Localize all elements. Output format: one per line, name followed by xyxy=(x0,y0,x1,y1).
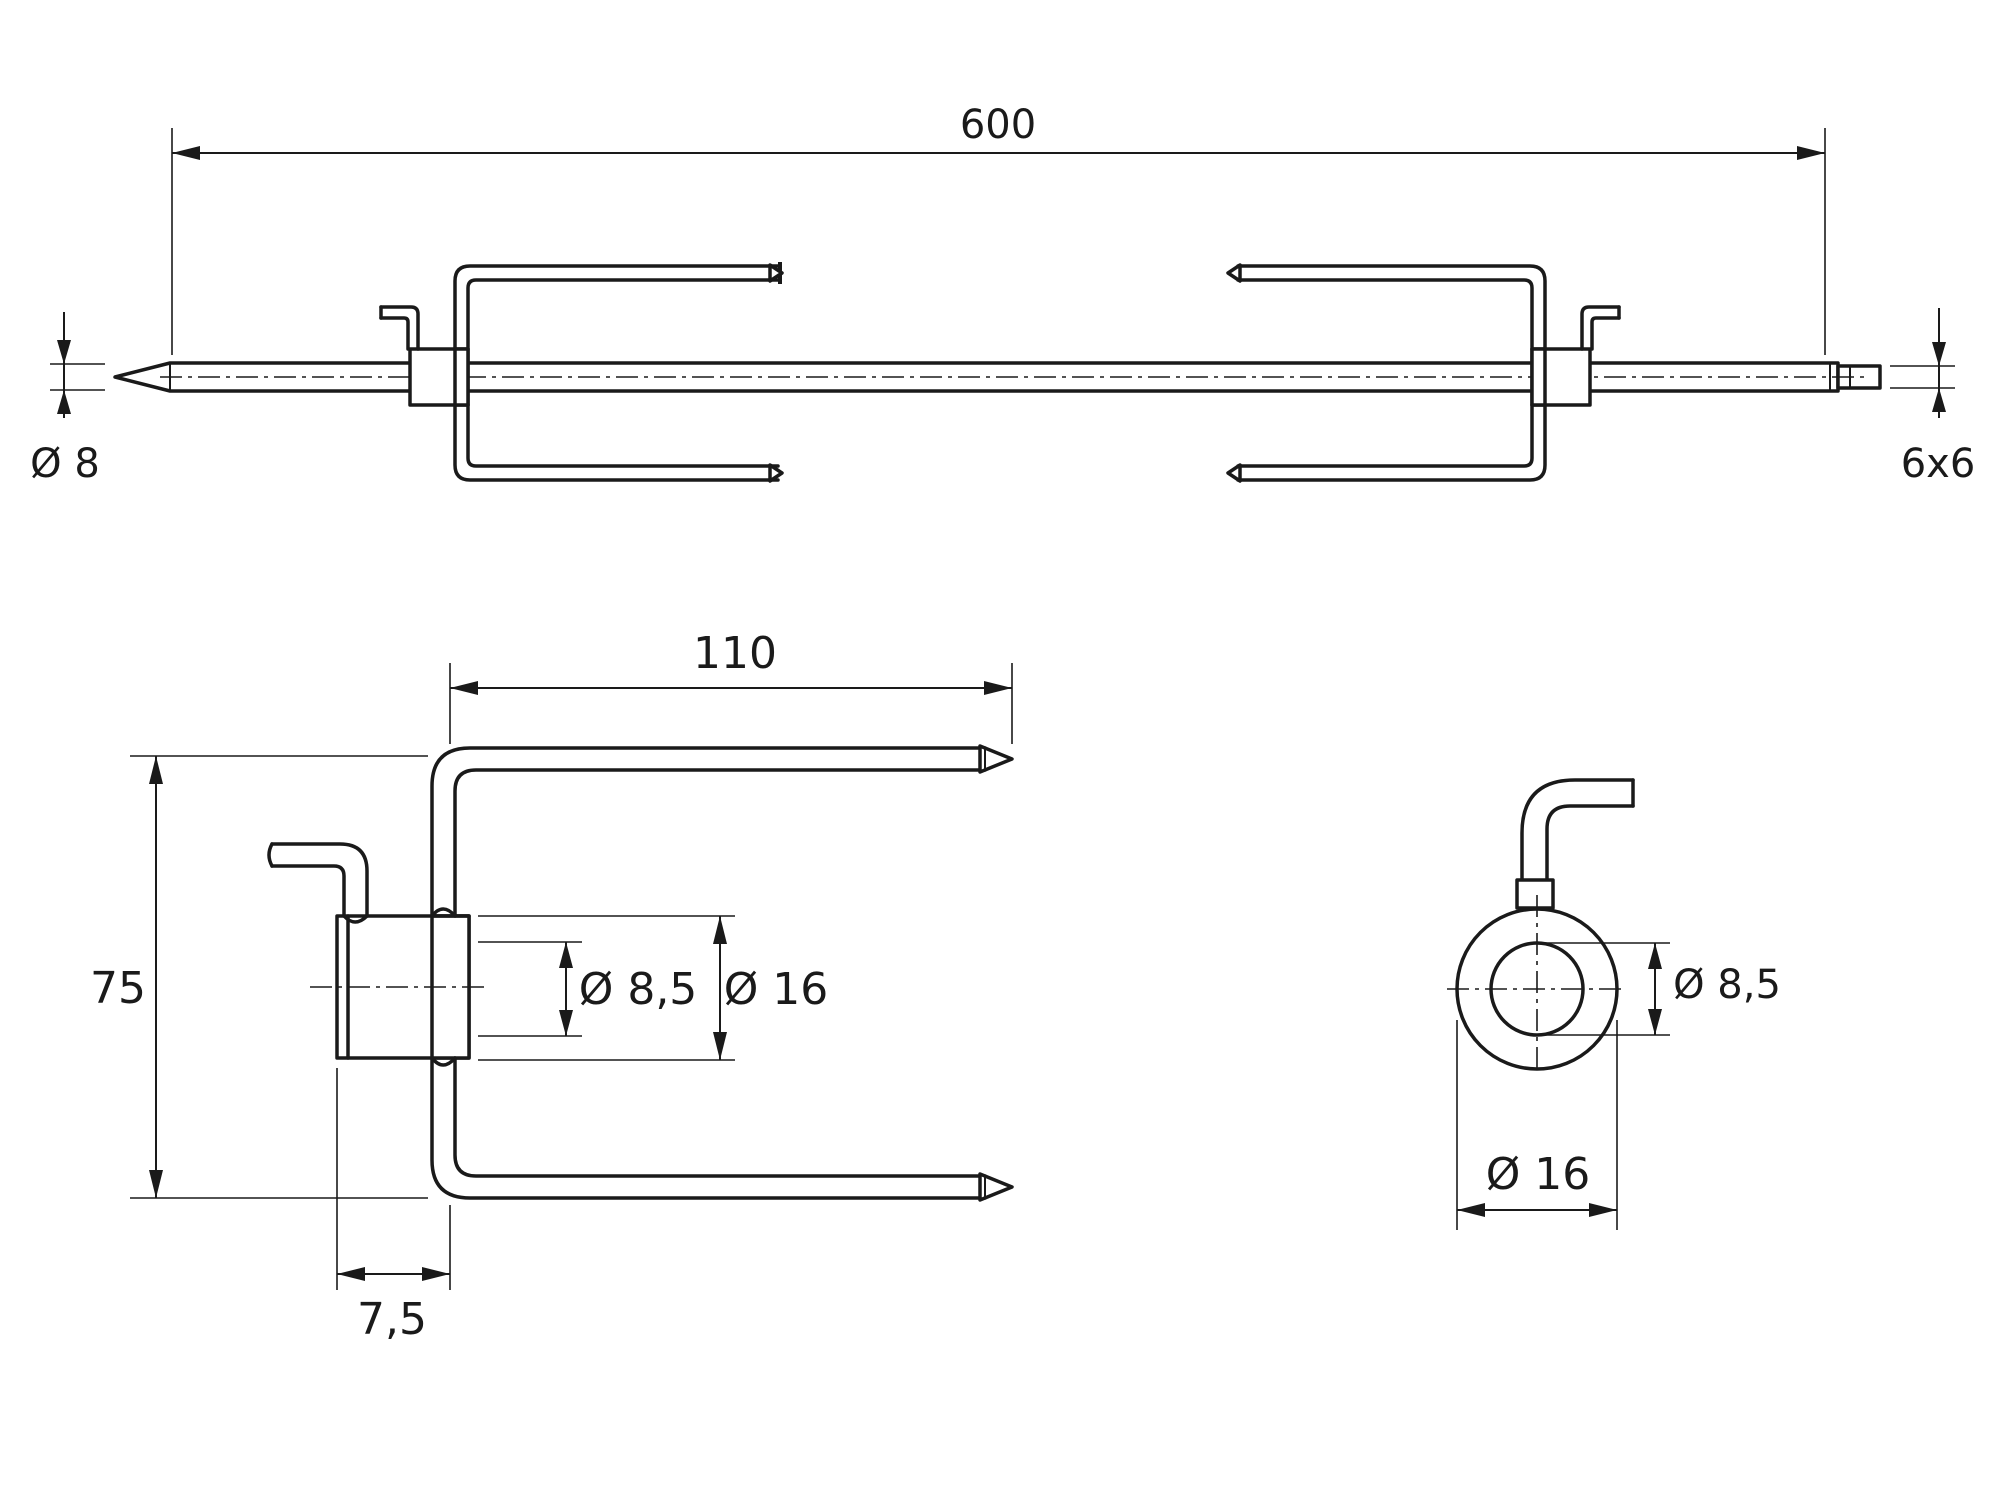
fork-detail-view: 110 75 7,5 Ø 8,5 xyxy=(90,628,1014,1345)
dimension-bore-diameter: Ø 8,5 xyxy=(478,941,698,1037)
dimension-fork-height: 75 xyxy=(90,755,428,1199)
overall-length-label: 600 xyxy=(960,102,1036,148)
end-bore-diameter-label: Ø 8,5 xyxy=(1673,962,1781,1008)
collar-width-label: 7,5 xyxy=(357,1294,427,1345)
dimension-fork-length: 110 xyxy=(449,628,1013,744)
collar-ring xyxy=(1447,778,1635,1075)
dimension-end-square: 6x6 xyxy=(1890,308,1975,487)
dimension-end-collar-diameter: Ø 16 xyxy=(1456,1020,1618,1230)
collar-diameter-label: Ø 16 xyxy=(724,964,829,1015)
fork-height-label: 75 xyxy=(90,963,146,1014)
right-fork xyxy=(1226,263,1621,483)
fork-body xyxy=(267,744,1014,1202)
spit-shaft xyxy=(113,361,1882,393)
collar-end-view: Ø 8,5 Ø 16 xyxy=(1447,778,1781,1230)
left-fork xyxy=(379,262,784,483)
fork-length-label: 110 xyxy=(693,628,777,679)
dimension-end-bore-diameter: Ø 8,5 xyxy=(1537,942,1781,1036)
bore-diameter-label: Ø 8,5 xyxy=(579,964,698,1015)
dimension-collar-diameter: Ø 16 xyxy=(478,915,829,1061)
dimension-collar-width: 7,5 xyxy=(336,1068,451,1345)
spit-assembly-view: 600 Ø 8 6x6 xyxy=(30,102,1975,487)
dimension-shaft-diameter: Ø 8 xyxy=(30,312,105,487)
shaft-diameter-label: Ø 8 xyxy=(30,441,100,487)
end-square-label: 6x6 xyxy=(1901,441,1976,487)
end-collar-diameter-label: Ø 16 xyxy=(1486,1149,1591,1200)
dimension-overall-length: 600 xyxy=(171,102,1826,355)
